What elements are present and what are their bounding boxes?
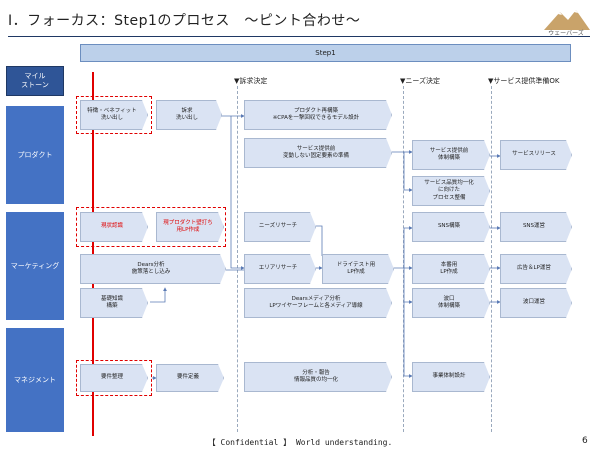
process-box-needs-research: ニーズリサーチ [244, 212, 316, 242]
highlight-frame [76, 360, 152, 396]
highlight-frame [76, 96, 152, 134]
process-box-appeal: 訴求 洗い出し [156, 100, 222, 130]
highlight-frame [76, 207, 226, 247]
phase-divider [491, 86, 492, 432]
process-box-quality: サービス品質均一化 に向けた プロセス整備 [412, 176, 490, 206]
logo-text: ウェーバーズ [548, 30, 584, 37]
process-box-analysis-report: 分析・報告 情報品質の均一化 [244, 362, 392, 392]
process-box-production-lp: 本番用 LP作成 [412, 254, 490, 284]
process-box-business-design: 事業体制設計 [412, 362, 490, 392]
process-box-release: サービスリリース [500, 140, 572, 170]
process-box-dears-media: Dearsメディア分析 LPワイヤーフレームと各メディア導線 [244, 288, 392, 318]
process-box-word-of-mouth-setup: 波口 体制構築 [412, 288, 490, 318]
process-box-area-research: エリアリサーチ [244, 254, 316, 284]
process-box-ads-lp-ops: 広告＆LP運営 [500, 254, 572, 284]
process-box-fixed-prep: サービス提供前 変動しない固定要素の準備 [244, 138, 392, 168]
page-title: Ⅰ．フォーカス：Step1のプロセス ～ピント合わせ～ [8, 13, 361, 29]
row-label-product: プロダクト [6, 106, 64, 204]
process-box-requirements-define: 要件定義 [156, 364, 224, 392]
process-box-basic-knowledge: 基礎知識 構築 [80, 288, 148, 318]
process-box-word-of-mouth-run: 波口運営 [500, 288, 572, 318]
process-box-current-lp: 現プロダクト壁打ち 用LP作成 [156, 212, 224, 242]
phase-service-ready: ▼サービス提供準備OK [488, 77, 560, 85]
phase-divider [403, 86, 404, 432]
page-number: 6 [582, 436, 588, 446]
row-label-management: マネジメント [6, 328, 64, 432]
title-underline [8, 36, 590, 37]
process-box-supply-setup: サービス提供前 体制構築 [412, 140, 490, 170]
footer-text: 【 Confidential 】 World understanding. [207, 438, 393, 447]
process-box-dry-test-lp: ドライテスト用 LP作成 [322, 254, 394, 284]
process-box-current-state: 現状認識 [80, 212, 148, 242]
mountain-logo-icon [544, 10, 590, 30]
process-box-features: 特徴・ベネフィット 洗い出し [80, 100, 148, 130]
process-box-sns-build: SNS構築 [412, 212, 490, 242]
phase-divider [237, 86, 238, 432]
process-box-rebuild: プロダクト再構築 ※CPAを一撃回収できるモデル設計 [244, 100, 392, 130]
process-box-dears-analysis: Dears分析 施策落とし込み [80, 254, 226, 284]
process-box-sns-run: SNS運営 [500, 212, 572, 242]
phase-appeal: ▼訴求決定 [234, 77, 268, 85]
step-bar: Step1 [80, 44, 571, 62]
row-label-marketing: マーケティング [6, 212, 64, 320]
phase-needs: ▼ニーズ決定 [400, 77, 441, 85]
process-box-requirements-sort: 要件整理 [80, 364, 148, 392]
milestone-label: マイル ストーン [6, 66, 64, 96]
